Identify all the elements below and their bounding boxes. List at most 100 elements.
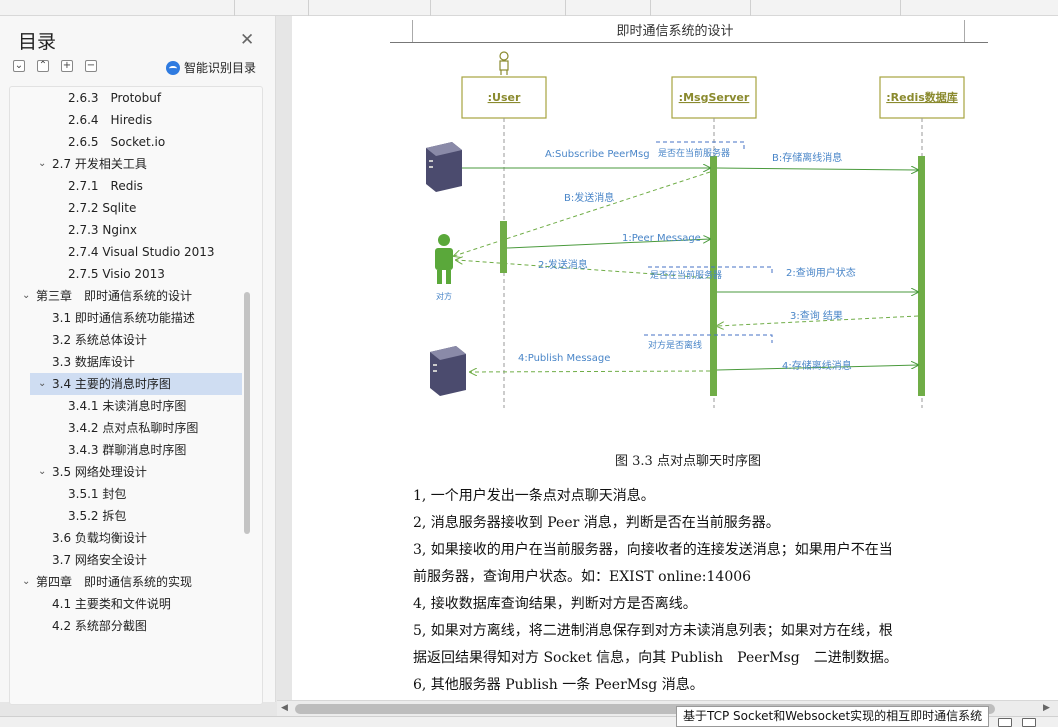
body-paragraph-line: 前服务器，查询用户状态。如：EXIST online:14006 [413,569,752,585]
toc-item-label: 4.1 主要类和文件说明 [52,597,171,611]
toc-scrollbar[interactable] [244,292,250,534]
server-icon [426,142,462,192]
toc-item-label: 3.5.2 拆包 [68,509,127,523]
toc-item[interactable]: 3.5.1 封包 [10,483,245,505]
document-title-tooltip: 基于TCP Socket和Websocket实现的相互即时通信系统 [676,706,990,727]
sequence-diagram[interactable]: :User :MsgServer :Redis数据库 [292,16,1058,446]
msg-publish-label: 4:Publish Message [518,353,610,364]
toc-item[interactable]: 3.4.3 群聊消息时序图 [10,439,245,461]
scroll-right-icon[interactable]: ▶ [1043,703,1050,713]
toc-item-label: 2.7.3 Nginx [68,223,137,237]
toc-item-label: 2.7.2 Sqlite [68,201,137,215]
peer-actor-icon [435,234,453,284]
ruler-divider [234,0,235,16]
toc-item-label: 3.4.2 点对点私聊时序图 [68,421,199,435]
toc-item[interactable]: 3.4.1 未读消息时序图 [10,395,245,417]
toc-item[interactable]: 2.6.3 Protobuf [10,87,245,109]
toc-item-label: 3.6 负载均衡设计 [52,531,147,545]
check-local-2-label: 是否在当前服务器 [650,269,722,281]
msg-query-status-label: 2:查询用户状态 [786,266,856,279]
toc-item[interactable]: ⌄第三章 即时通信系统的设计 [10,285,245,307]
lifeline-label-msgserver: :MsgServer [679,91,750,104]
ruler-divider [430,0,431,16]
lifeline-box-user[interactable] [461,76,547,119]
page-view-icon[interactable] [998,718,1012,727]
chevron-down-icon[interactable]: ⌄ [22,290,31,301]
scroll-thumb[interactable] [295,704,995,714]
toc-item-label: 3.2 系统总体设计 [52,333,147,347]
figure-caption: 图 3.3 点对点聊天时序图 [615,454,761,469]
msg-subscribe-label: A:Subscribe PeerMsg [545,149,650,160]
body-paragraph-line: 6, 其他服务器 Publish 一条 PeerMsg 消息。 [413,677,704,693]
expand-up-icon[interactable]: ⌃ [37,60,49,72]
toc-item-label: 3.5 网络处理设计 [52,465,147,479]
lifeline-box-msgserver[interactable] [671,76,757,119]
toc-item-label: 2.7 开发相关工具 [52,157,147,171]
ruler-divider [565,0,566,16]
ruler-divider [900,0,901,16]
lifeline-label-user: :User [488,91,521,104]
toc-item[interactable]: 3.1 即时通信系统功能描述 [10,307,245,329]
toc-item[interactable]: 2.7.2 Sqlite [10,197,245,219]
chevron-down-icon[interactable]: ⌄ [22,576,31,587]
toc-item[interactable]: 2.6.4 Hiredis [10,109,245,131]
collapse-all-icon[interactable]: ⌄ [13,60,25,72]
add-heading-icon[interactable]: + [61,60,73,72]
toc-item[interactable]: 4.1 主要类和文件说明 [10,593,245,615]
msg-store-offline-4-label: 4:存储离线消息 [782,359,852,372]
document-page: 即时通信系统的设计 [292,16,1058,702]
fragment-check-local [656,141,745,152]
msg-query-result-label: 3:查询 结果 [790,309,843,322]
msg-store-offline-arrow [716,168,918,170]
scroll-left-icon[interactable]: ◀ [281,703,288,713]
toc-item[interactable]: ⌄ 3.5 网络处理设计 [10,461,245,483]
toc-item-label: 3.3 数据库设计 [52,355,135,369]
ruler-divider [750,0,751,16]
toc-item[interactable]: 3.4.2 点对点私聊时序图 [10,417,245,439]
toc-item[interactable]: ⌄ 2.7 开发相关工具 [10,153,245,175]
toc-item[interactable]: ⌄ 3.4 主要的消息时序图 [30,373,242,395]
check-local-label: 是否在当前服务器 [658,147,730,159]
toc-item-label: 3.7 网络安全设计 [52,553,147,567]
header-rule [390,42,988,43]
toc-item[interactable]: 3.5.2 拆包 [10,505,245,527]
toc-item[interactable]: 2.7.3 Nginx [10,219,245,241]
toc-item-label: 2.6.5 Socket.io [68,135,166,149]
chevron-down-icon[interactable]: ⌄ [38,158,47,169]
msg-peer-message-label: 1:Peer Message [622,233,701,244]
ruler-divider [308,0,309,16]
toc-item[interactable]: 3.2 系统总体设计 [10,329,245,351]
lifeline-label-redis: :Redis数据库 [886,90,958,104]
toc-item[interactable]: 2.7.5 Visio 2013 [10,263,245,285]
chevron-down-icon[interactable]: ⌄ [38,466,47,477]
body-paragraph-line: 5, 如果对方离线，将二进制消息保存到对方未读消息列表；如果对方在线，根 [413,623,893,639]
toc-item[interactable]: 2.7.4 Visual Studio 2013 [10,241,245,263]
toc-item[interactable]: 2.7.1 Redis [10,175,245,197]
msg-send-label: B:发送消息 [564,191,614,204]
remove-heading-icon[interactable]: − [85,60,97,72]
toc-item[interactable]: 3.7 网络安全设计 [10,549,245,571]
toc-item[interactable]: 3.3 数据库设计 [10,351,245,373]
msg-publish-arrow [470,371,711,372]
toc-item-label: 3.4 主要的消息时序图 [52,377,171,391]
activation-user [500,221,507,273]
web-view-icon[interactable] [1022,718,1036,727]
toc-item[interactable]: ⌄第四章 即时通信系统的实现 [10,571,245,593]
close-icon[interactable]: ✕ [240,30,255,50]
toc-item[interactable]: 4.2 系统部分截图 [10,615,245,637]
chevron-down-icon[interactable]: ⌄ [38,378,47,389]
fragment-check-local-2 [648,266,773,275]
toc-item[interactable]: 3.6 负载均衡设计 [10,527,245,549]
body-paragraph-line: 据返回结果得知对方 Socket 信息，向其 Publish PeerMsg 二… [413,650,898,666]
sidebar-title: 目录 [18,31,57,53]
toc-item[interactable]: 2.6.5 Socket.io [10,131,245,153]
toc-item-label: 2.7.1 Redis [68,179,143,193]
toc-item-label: 3.1 即时通信系统功能描述 [52,311,195,325]
body-paragraph-line: 3, 如果接收的用户在当前服务器，向接收者的连接发送消息；如果用户不在当 [413,542,893,558]
peer-offline-label: 对方是否离线 [648,339,702,351]
smart-toc-button[interactable]: 智能识别目录 [166,59,256,76]
page-header: 即时通信系统的设计 [616,24,734,39]
activation-msgserver [710,156,717,396]
